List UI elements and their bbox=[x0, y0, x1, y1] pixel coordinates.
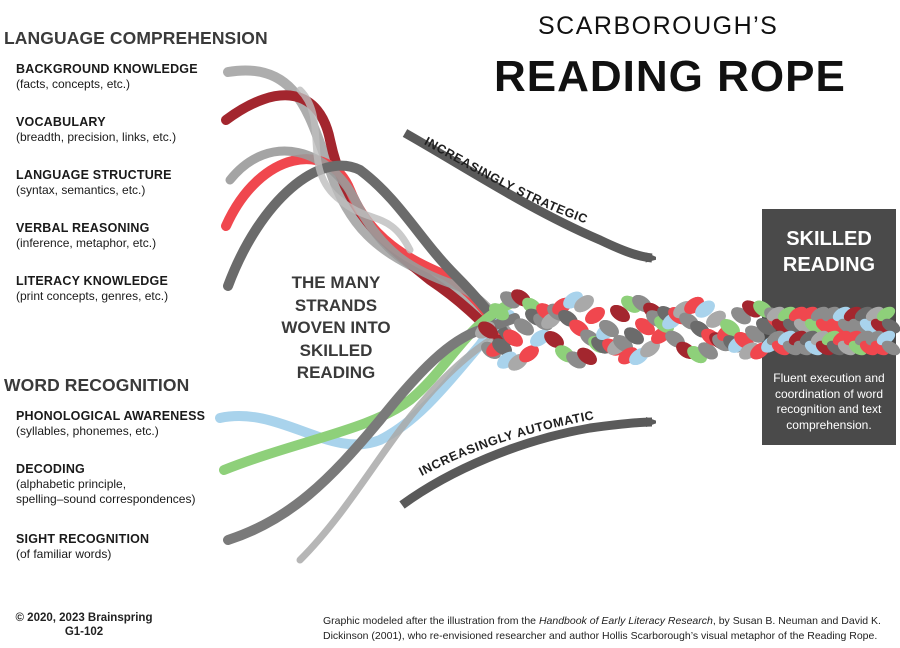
source-book-title: Handbook of Early Literacy Research bbox=[538, 615, 713, 627]
strand-label-vocabulary: VOCABULARY (breadth, precision, links, e… bbox=[16, 115, 246, 145]
strand-name: BACKGROUND KNOWLEDGE bbox=[16, 62, 198, 76]
rope-fiber bbox=[544, 331, 564, 349]
strand-label-sight-recognition: SIGHT RECOGNITION (of familiar words) bbox=[16, 532, 246, 562]
strand-desc: (of familiar words) bbox=[16, 547, 112, 561]
rope-fiber bbox=[640, 340, 660, 358]
rope-fiber bbox=[574, 295, 594, 313]
strand-label-background-knowledge: BACKGROUND KNOWLEDGE (facts, concepts, e… bbox=[16, 62, 246, 92]
strand-name: PHONOLOGICAL AWARENESS bbox=[16, 409, 206, 423]
strand-name: SIGHT RECOGNITION bbox=[16, 532, 150, 546]
rope-fiber bbox=[720, 319, 740, 337]
strand-desc: (facts, concepts, etc.) bbox=[16, 77, 131, 91]
rope-fiber bbox=[610, 304, 630, 323]
strand-label-language-structure: LANGUAGE STRUCTURE (syntax, semantics, e… bbox=[16, 168, 246, 198]
rope-fiber bbox=[881, 340, 900, 356]
rope-fiber bbox=[577, 347, 597, 365]
strand-desc: (syllables, phonemes, etc.) bbox=[16, 424, 159, 438]
rope-fiber bbox=[881, 318, 900, 334]
strand-literacy-knowledge bbox=[223, 160, 515, 345]
rope-fiber bbox=[519, 345, 539, 363]
source-pre: Graphic modeled after the illustration f… bbox=[323, 615, 539, 627]
word-recognition-heading: WORD RECOGNITION bbox=[4, 375, 190, 395]
source-post: , by Susan B. Neuman and David K. Dickin… bbox=[323, 615, 881, 642]
rope-fiber bbox=[698, 342, 718, 360]
center-label: THE MANY STRANDS WOVEN INTO SKILLED READ… bbox=[281, 273, 391, 382]
strand-twist-gray-2 bbox=[296, 336, 494, 564]
strand-name: VOCABULARY bbox=[16, 115, 106, 129]
strand-label-verbal-reasoning: VERBAL REASONING (inference, metaphor, e… bbox=[16, 221, 246, 251]
strand-label-phonological-awareness: PHONOLOGICAL AWARENESS (syllables, phone… bbox=[16, 409, 246, 439]
rope-fiber bbox=[695, 300, 715, 318]
skilled-reading-description: Fluent execution and coordination of wor… bbox=[773, 371, 885, 432]
title-line1: SCARBOROUGH’S bbox=[538, 12, 779, 40]
rope-fiber bbox=[492, 338, 512, 356]
strand-desc: (alphabetic principle, spelling–sound co… bbox=[16, 477, 196, 506]
strand-label-decoding: DECODING (alphabetic principle, spelling… bbox=[16, 462, 246, 507]
source-note: Graphic modeled after the illustration f… bbox=[323, 614, 895, 644]
strand-name: DECODING bbox=[16, 462, 85, 476]
braided-rope bbox=[475, 289, 900, 371]
rope-fiber bbox=[876, 306, 896, 322]
strand-desc: (print concepts, genres, etc.) bbox=[16, 289, 169, 303]
strand-label-literacy-knowledge: LITERACY KNOWLEDGE (print concepts, genr… bbox=[16, 274, 246, 304]
rope-fiber bbox=[585, 306, 605, 325]
rope-fiber bbox=[489, 303, 509, 321]
copyright: © 2020, 2023 Brainspring G1-102 bbox=[15, 612, 153, 638]
page-title: READING ROPE bbox=[494, 52, 846, 101]
strand-name: VERBAL REASONING bbox=[16, 221, 150, 235]
strand-desc: (inference, metaphor, etc.) bbox=[16, 236, 157, 250]
rope-fiber bbox=[478, 321, 498, 339]
strand-twist-gray bbox=[296, 86, 414, 254]
strand-desc: (breadth, precision, links, etc.) bbox=[16, 130, 177, 144]
rope-fiber bbox=[503, 329, 523, 347]
language-strands bbox=[221, 65, 515, 350]
strand-desc: (syntax, semantics, etc.) bbox=[16, 183, 146, 197]
skilled-reading-title: SKILLED READING bbox=[782, 228, 876, 276]
strand-name: LANGUAGE STRUCTURE bbox=[16, 168, 172, 182]
rope-fiber bbox=[514, 318, 534, 336]
language-comprehension-heading: LANGUAGE COMPREHENSION bbox=[4, 28, 268, 48]
strand-name: LITERACY KNOWLEDGE bbox=[16, 274, 168, 288]
rope-fiber bbox=[599, 319, 619, 338]
rope-fiber bbox=[624, 327, 644, 345]
